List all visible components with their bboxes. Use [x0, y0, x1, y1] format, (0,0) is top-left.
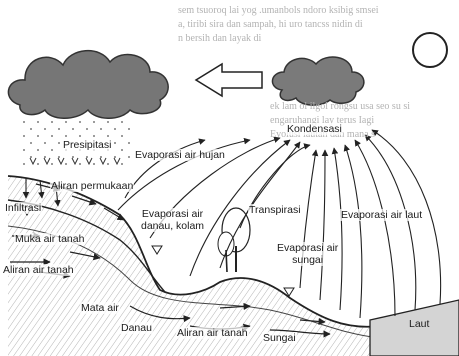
- background-text-4: ek lam ol ilgol rongsu usa seo su si: [270, 100, 410, 113]
- label-aliran-air-tanah-kiri: Aliran air tanah: [2, 264, 75, 276]
- label-mata-air: Mata air: [80, 302, 120, 314]
- label-muka-air-tanah: Muka air tanah: [14, 233, 85, 245]
- label-aliran-permukaan: Aliran permukaan: [50, 180, 134, 192]
- label-laut: Laut: [408, 318, 430, 330]
- rain-cloud: [8, 51, 168, 119]
- label-evaporasi-laut: Evaporasi air laut: [340, 209, 423, 221]
- label-evaporasi-hujan: Evaporasi air hujan: [134, 149, 226, 161]
- label-aliran-air-tanah-bawah: Aliran air tanah: [176, 327, 249, 339]
- water-table-marker: [152, 246, 162, 254]
- label-presipitasi: Presipitasi: [62, 139, 112, 151]
- cloud-movement-arrow: [196, 64, 262, 96]
- label-kondensasi: Kondensasi: [286, 123, 343, 135]
- label-infiltrasi: Infiltrasi: [4, 202, 42, 214]
- label-sungai: Sungai: [262, 332, 297, 344]
- label-transpirasi: Transpirasi: [248, 204, 302, 216]
- label-evaporasi-danau: Evaporasi air danau, kolam: [140, 208, 205, 232]
- background-text-2: a, tiribi sira dan sampah, hi uro tancss…: [178, 18, 363, 31]
- label-danau: Danau: [120, 322, 153, 334]
- background-text-3: n bersih dan layak di: [178, 32, 261, 45]
- condensation-cloud: [272, 57, 363, 105]
- sun-icon: [413, 33, 447, 67]
- label-evaporasi-sungai: Evaporasi air sungai: [276, 242, 339, 266]
- tree-icon: [218, 208, 250, 272]
- background-text-1: sem tsuoroq lai yog .umanbols ndoro ksib…: [178, 4, 379, 17]
